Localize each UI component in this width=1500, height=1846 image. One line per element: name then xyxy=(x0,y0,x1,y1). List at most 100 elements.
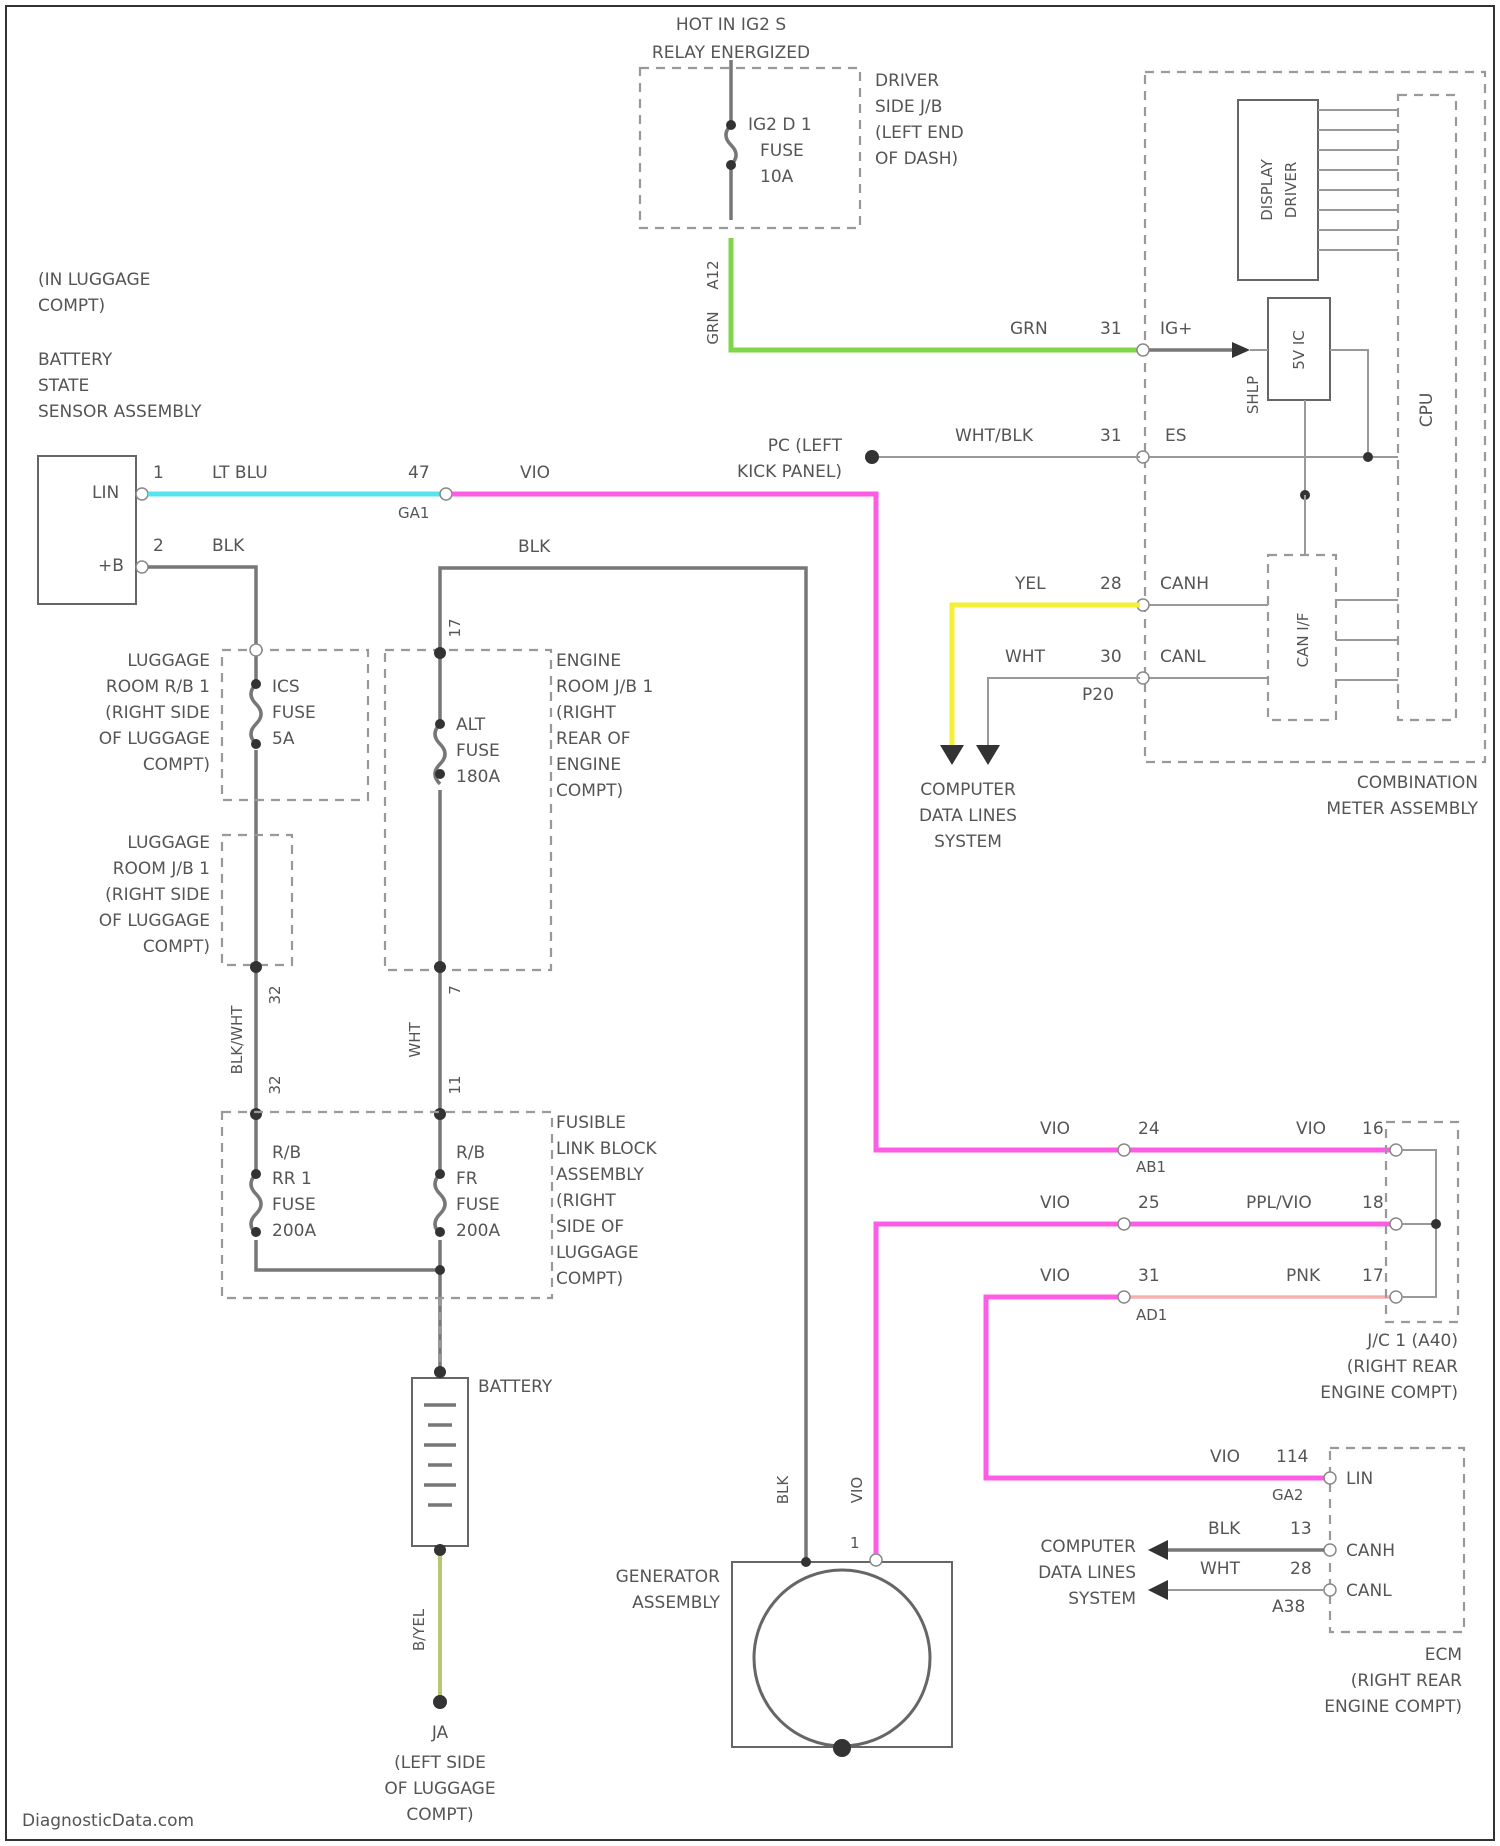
canl-ecm-label: CANL xyxy=(1346,1581,1392,1601)
cdl-top-line-3: SYSTEM xyxy=(934,832,1002,852)
grn-side-label: GRN xyxy=(704,311,722,344)
yel-canh-wire xyxy=(952,605,1140,745)
display-driver-box xyxy=(1238,100,1318,280)
pin-31b-label: 31 xyxy=(1100,426,1122,446)
combination-meter-line-2: METER ASSEMBLY xyxy=(1326,799,1478,819)
battery-sensor-line-2: STATE xyxy=(38,376,89,396)
cpu-label: CPU xyxy=(1417,393,1437,428)
vio-ecm-label: VIO xyxy=(1210,1447,1240,1467)
vio-b-label: VIO xyxy=(1296,1119,1326,1139)
pin-31a-label: 31 xyxy=(1100,319,1122,339)
fusible-link-line-5: SIDE OF xyxy=(556,1217,624,1237)
pc-left-line-1: PC (LEFT xyxy=(768,436,843,456)
blk-gen-label: BLK xyxy=(774,1475,792,1505)
engine-jb-line-5: ENGINE xyxy=(556,755,621,775)
cdl-bottom-line-2: DATA LINES xyxy=(1038,1563,1136,1583)
canh-ecm-label: CANH xyxy=(1346,1541,1395,1561)
luggage-rb-line-3: (RIGHT SIDE xyxy=(105,703,210,723)
luggage-jb-line-5: COMPT) xyxy=(143,937,210,957)
lin-ecm-label: LIN xyxy=(1346,1469,1373,1489)
display-driver-line-1: DISPLAY xyxy=(1258,158,1276,220)
wht-ecm-label: WHT xyxy=(1200,1559,1241,1579)
engine-jb-line-4: REAR OF xyxy=(556,729,631,749)
pin-13-label: 13 xyxy=(1290,1519,1312,1539)
fusible-link-line-6: LUGGAGE xyxy=(556,1243,639,1263)
ja-label: JA xyxy=(431,1723,449,1743)
grn-wire xyxy=(731,238,1140,350)
fusible-link-line-3: ASSEMBLY xyxy=(556,1165,644,1185)
watermark: DiagnosticData.com xyxy=(22,1811,194,1831)
pc-left-line-2: KICK PANEL) xyxy=(737,462,842,482)
a38-label: A38 xyxy=(1272,1597,1305,1617)
fusible-link-line-4: (RIGHT xyxy=(556,1191,616,1211)
cdl-top-line-2: DATA LINES xyxy=(919,806,1017,826)
ig-plus-label: IG+ xyxy=(1160,319,1192,339)
alt-fuse-line-3: 180A xyxy=(456,767,500,787)
fr-fuse-line-3: FUSE xyxy=(456,1195,500,1215)
vio-ecm-wire xyxy=(986,1297,1326,1478)
driver-jb-line-2: SIDE J/B xyxy=(875,97,942,117)
luggage-rb-line-1: LUGGAGE xyxy=(127,651,210,671)
b-yel-label: B/YEL xyxy=(410,1608,428,1651)
hot-label-line-2: RELAY ENERGIZED xyxy=(652,43,810,63)
generator-line-1: GENERATOR xyxy=(616,1567,721,1587)
ad1-label: AD1 xyxy=(1136,1306,1167,1324)
ppl-vio-label: PPL/VIO xyxy=(1246,1193,1312,1213)
cdl-arrow-2 xyxy=(976,745,1000,765)
generator-box xyxy=(732,1562,952,1747)
luggage-rb-line-2: ROOM R/B 1 xyxy=(106,677,210,697)
cdl-arrow-4 xyxy=(1148,1580,1168,1600)
ja-ground xyxy=(433,1695,447,1709)
meter-internal-wiring xyxy=(1145,350,1398,495)
engine-blk-wire xyxy=(440,568,806,1560)
fusible-link-line-2: LINK BLOCK xyxy=(556,1139,658,1159)
luggage-jb-line-4: OF LUGGAGE xyxy=(99,911,210,931)
left-side-line-2: OF LUGGAGE xyxy=(384,1779,495,1799)
ics-fuse-line-1: ICS xyxy=(272,677,300,697)
vio-a-label: VIO xyxy=(1040,1119,1070,1139)
blk-b-label: BLK xyxy=(518,537,551,557)
cdl-bottom-line-1: COMPUTER xyxy=(1040,1537,1136,1557)
pin-7-label: 7 xyxy=(446,985,464,995)
combination-meter-line-1: COMBINATION xyxy=(1357,773,1478,793)
can-if-label: CAN I/F xyxy=(1294,613,1312,668)
left-side-line-1: (LEFT SIDE xyxy=(394,1753,486,1773)
pin-1-gen-label: 1 xyxy=(850,1534,860,1552)
in-luggage-line-2: COMPT) xyxy=(38,296,105,316)
can-lines-internal xyxy=(1145,605,1268,678)
shlp-label: SHLP xyxy=(1244,376,1262,414)
driver-jb-line-4: OF DASH) xyxy=(875,149,958,169)
generator-symbol xyxy=(754,1570,930,1746)
luggage-rb-box xyxy=(222,650,368,800)
engine-jb-line-6: COMPT) xyxy=(556,781,623,801)
blk-ecm-label: BLK xyxy=(1208,1519,1241,1539)
display-driver-line-2: DRIVER xyxy=(1282,162,1300,219)
rb-fuse-line-2: RR 1 xyxy=(272,1169,312,1189)
yel-label: YEL xyxy=(1014,574,1046,594)
pin-28b-label: 28 xyxy=(1290,1559,1312,1579)
ics-fuse-line-2: FUSE xyxy=(272,703,316,723)
wht-canl-wire xyxy=(988,678,1140,745)
p20-label: P20 xyxy=(1082,685,1114,705)
battery-sensor-line-1: BATTERY xyxy=(38,350,113,370)
driver-jb-box xyxy=(640,68,860,228)
alt-fuse-line-1: ALT xyxy=(456,715,486,735)
display-driver-bus xyxy=(1318,110,1398,250)
battery-box xyxy=(412,1378,468,1546)
battery-sensor-box xyxy=(38,456,136,604)
fr-fuse-line-1: R/B xyxy=(456,1143,485,1163)
luggage-rb-line-4: OF LUGGAGE xyxy=(99,729,210,749)
pin-16-label: 16 xyxy=(1362,1119,1384,1139)
ab1-label: AB1 xyxy=(1136,1158,1166,1176)
engine-jb-line-2: ROOM J/B 1 xyxy=(556,677,653,697)
pin-30-label: 30 xyxy=(1100,647,1122,667)
in-luggage-line-1: (IN LUGGAGE xyxy=(38,270,150,290)
luggage-jb-line-2: ROOM J/B 1 xyxy=(113,859,210,879)
engine-jb-box xyxy=(385,650,551,970)
lin-pin-label: LIN xyxy=(92,483,119,503)
ig2-fuse-line-3: 10A xyxy=(760,167,794,187)
wht-top-label: WHT xyxy=(1005,647,1046,667)
ig2-fuse-symbol xyxy=(726,125,736,165)
vio-c-label: VIO xyxy=(1040,1193,1070,1213)
wht-blk-label: WHT/BLK xyxy=(955,426,1034,446)
